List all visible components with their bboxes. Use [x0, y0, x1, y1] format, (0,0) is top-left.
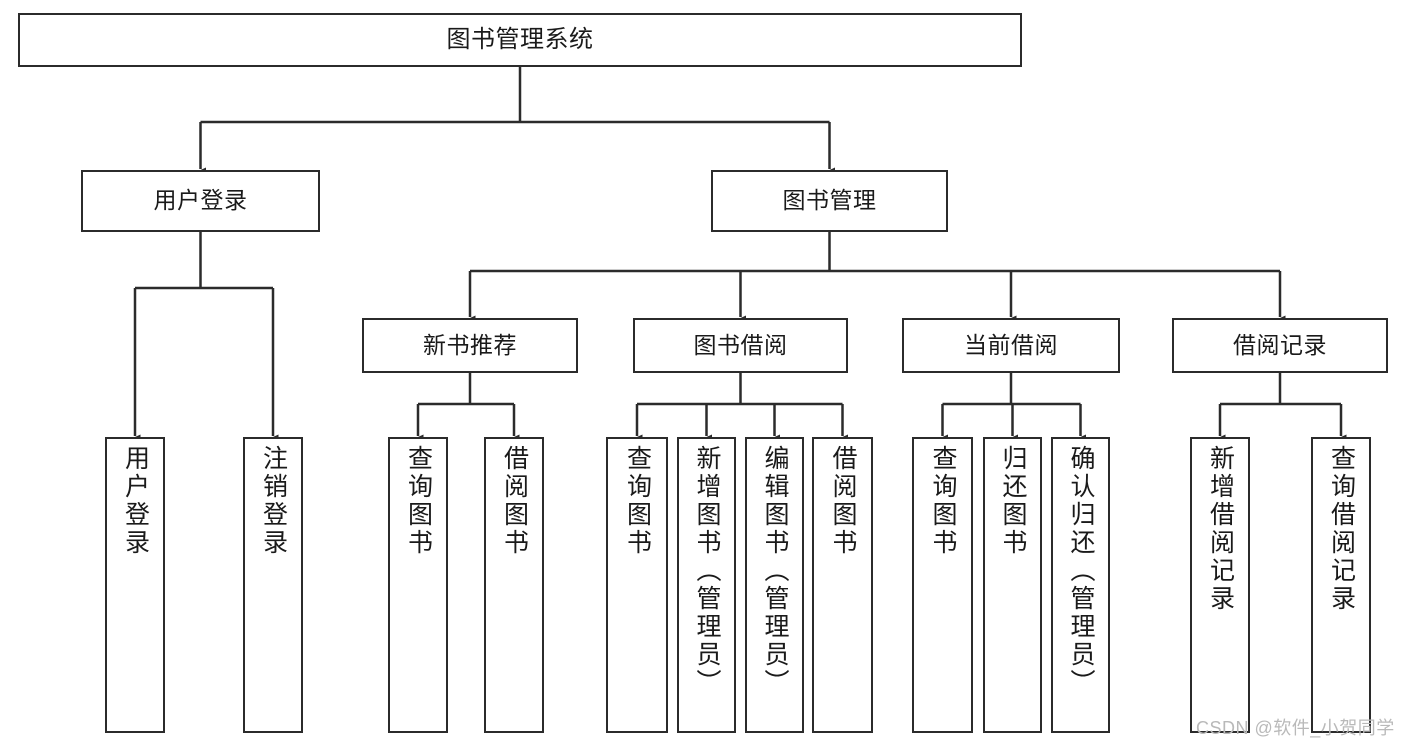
node-label: 图书借阅 — [693, 331, 788, 358]
node-label: 归还图书 — [999, 445, 1027, 557]
node-label: 图书管理 — [782, 187, 877, 214]
node-leaf-confirm-return[interactable]: 确认归还（管理员） — [1051, 437, 1110, 733]
node-label: 借阅图书 — [500, 445, 529, 557]
watermark-label: CSDN @软件_小贺同学 — [1196, 718, 1395, 738]
edge-group — [129, 67, 1347, 445]
node-label: 用户登录 — [153, 187, 248, 214]
node-leaf-query-record[interactable]: 查询借阅记录 — [1311, 437, 1371, 733]
node-label: 借阅记录 — [1233, 331, 1327, 358]
node-leaf-query-book-2[interactable]: 查询图书 — [606, 437, 668, 733]
node-book-borrow[interactable]: 图书借阅 — [633, 318, 848, 373]
node-leaf-query-book-3[interactable]: 查询图书 — [912, 437, 973, 733]
node-leaf-borrow-book-2[interactable]: 借阅图书 — [812, 437, 873, 733]
node-leaf-edit-book[interactable]: 编辑图书（管理员） — [745, 437, 804, 733]
node-label: 新增借阅记录 — [1206, 445, 1235, 613]
node-book-manage[interactable]: 图书管理 — [711, 170, 948, 232]
node-leaf-borrow-book-1[interactable]: 借阅图书 — [484, 437, 544, 733]
node-label: 编辑图书（管理员） — [761, 445, 789, 697]
node-leaf-return-book[interactable]: 归还图书 — [983, 437, 1042, 733]
node-label: 查询图书 — [404, 445, 433, 557]
node-borrow-records[interactable]: 借阅记录 — [1172, 318, 1388, 373]
node-label: 新书推荐 — [423, 331, 517, 358]
node-root[interactable]: 图书管理系统 — [18, 13, 1022, 67]
node-current-borrow[interactable]: 当前借阅 — [902, 318, 1120, 373]
node-label: 图书管理系统 — [446, 25, 594, 53]
node-label: 查询图书 — [929, 445, 957, 557]
node-label: 查询借阅记录 — [1327, 445, 1356, 613]
node-leaf-add-record[interactable]: 新增借阅记录 — [1190, 437, 1250, 733]
node-leaf-query-book-1[interactable]: 查询图书 — [388, 437, 448, 733]
node-label: 用户登录 — [121, 445, 150, 557]
node-label: 查询图书 — [623, 445, 652, 557]
node-label: 借阅图书 — [829, 445, 857, 557]
node-leaf-add-book[interactable]: 新增图书（管理员） — [677, 437, 736, 733]
node-label: 注销登录 — [259, 445, 288, 557]
node-leaf-user-logout[interactable]: 注销登录 — [243, 437, 303, 733]
node-leaf-user-login[interactable]: 用户登录 — [105, 437, 165, 733]
node-new-book-rec[interactable]: 新书推荐 — [362, 318, 578, 373]
node-user-login[interactable]: 用户登录 — [81, 170, 320, 232]
node-label: 当前借阅 — [964, 331, 1058, 358]
node-label: 新增图书（管理员） — [693, 445, 721, 697]
node-label: 确认归还（管理员） — [1067, 445, 1095, 697]
